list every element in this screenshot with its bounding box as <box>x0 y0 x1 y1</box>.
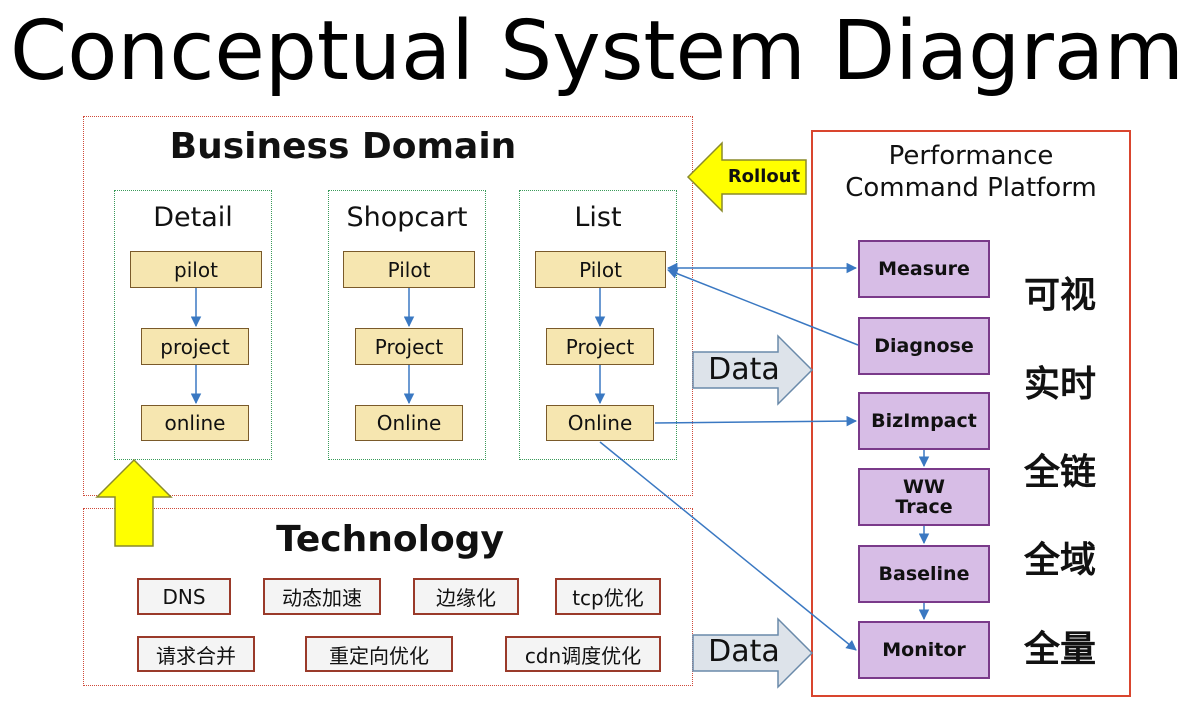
list-step-online: Online <box>546 405 654 441</box>
tech-to-business-arrow <box>95 458 173 547</box>
module-ww-trace: WW Trace <box>858 468 990 526</box>
business-domain-region <box>83 116 693 496</box>
list-step-project: Project <box>546 328 654 365</box>
trait-visual: 可视 <box>1024 275 1097 316</box>
detail-column-title: Detail <box>153 202 233 233</box>
trait-full-chain: 全链 <box>1024 452 1097 493</box>
shopcart-step-online: Online <box>355 405 463 441</box>
trait-full-domain: 全域 <box>1024 540 1097 581</box>
platform-region <box>811 130 1131 697</box>
tech-item-redirect: 重定向优化 <box>305 636 453 672</box>
list-column-title: List <box>574 202 622 233</box>
platform-title-line1: Performance <box>888 141 1054 171</box>
module-bizimpact: BizImpact <box>858 392 990 450</box>
shopcart-step-pilot: Pilot <box>343 251 475 288</box>
tech-item-cdn: cdn调度优化 <box>505 636 661 672</box>
technology-region <box>83 508 693 686</box>
shopcart-column-title: Shopcart <box>346 202 468 233</box>
data-arrow-bottom <box>692 617 814 689</box>
module-monitor: Monitor <box>858 621 990 679</box>
tech-item-request-merge: 请求合并 <box>137 636 255 672</box>
online-to-monitor-link <box>599 441 857 651</box>
technology-title: Technology <box>276 519 504 560</box>
business-domain-title: Business Domain <box>169 126 517 167</box>
detail-step-project: project <box>141 328 249 365</box>
shopcart-column <box>328 190 486 460</box>
online-to-bizimpact-link <box>654 415 858 427</box>
tech-item-tcp: tcp优化 <box>555 578 661 615</box>
data-arrow-top <box>692 334 814 406</box>
module-diagnose: Diagnose <box>858 317 990 375</box>
platform-title-line2: Command Platform <box>845 173 1097 203</box>
diagnose-to-pilot-link <box>667 268 859 346</box>
trait-realtime: 实时 <box>1024 364 1097 405</box>
trait-full-volume: 全量 <box>1024 629 1097 670</box>
list-column <box>519 190 677 460</box>
detail-step-pilot: pilot <box>130 251 262 288</box>
rollout-arrow <box>686 141 807 213</box>
tech-item-dns: DNS <box>137 578 231 615</box>
module-baseline: Baseline <box>858 545 990 603</box>
shopcart-step-project: Project <box>355 328 463 365</box>
diagram-title: Conceptual System Diagram <box>9 4 1185 99</box>
detail-column <box>114 190 272 460</box>
list-step-pilot: Pilot <box>535 251 666 288</box>
tech-item-edge: 边缘化 <box>413 578 519 615</box>
module-measure: Measure <box>858 240 990 298</box>
detail-step-online: online <box>141 405 249 441</box>
tech-item-dynamic-accel: 动态加速 <box>263 578 381 615</box>
